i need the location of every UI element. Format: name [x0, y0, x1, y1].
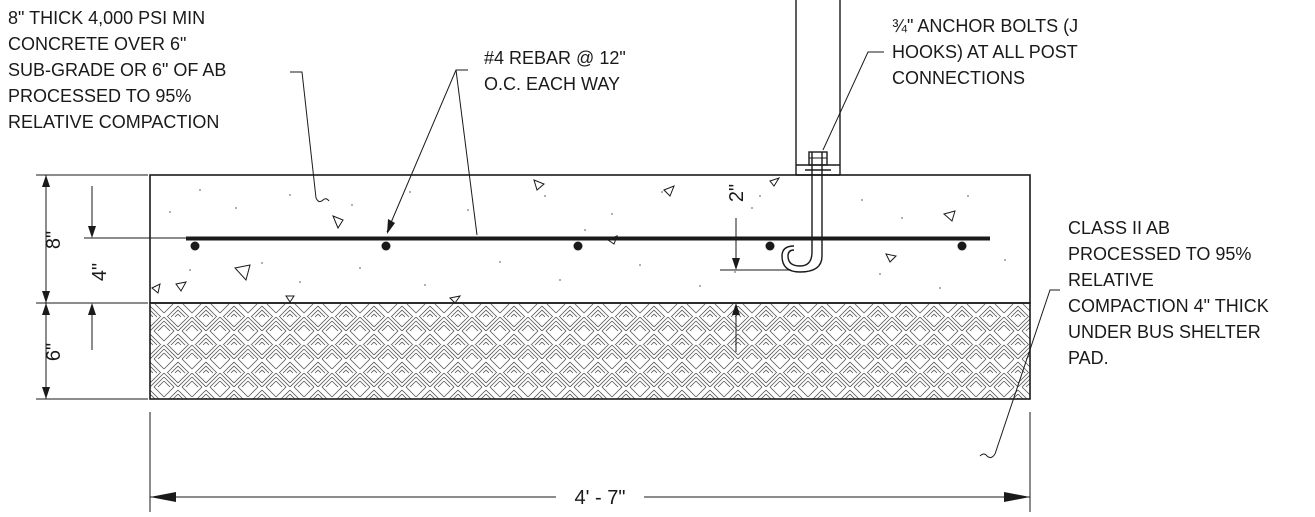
svg-text:CONNECTIONS: CONNECTIONS	[892, 68, 1025, 88]
aggregate-marks	[151, 177, 956, 304]
rebar-dot	[190, 241, 200, 251]
svg-text:RELATIVE: RELATIVE	[1068, 270, 1154, 290]
svg-text:SUB-GRADE OR 6" OF AB: SUB-GRADE OR 6" OF AB	[8, 60, 226, 80]
svg-text:UNDER BUS SHELTER: UNDER BUS SHELTER	[1068, 322, 1261, 342]
svg-text:PROCESSED TO 95%: PROCESSED TO 95%	[8, 86, 191, 106]
left-dimension-arrows	[42, 175, 96, 399]
aggregate-base-note: CLASS II AB PROCESSED TO 95% RELATIVE CO…	[1068, 218, 1269, 368]
rebar-mat	[186, 236, 990, 251]
svg-text:RELATIVE COMPACTION: RELATIVE COMPACTION	[8, 112, 219, 132]
svg-text:PROCESSED TO 95%: PROCESSED TO 95%	[1068, 244, 1251, 264]
overall-width-dimension	[149, 412, 1031, 512]
note-leaders	[290, 51, 1060, 459]
rebar-dot	[765, 241, 775, 251]
dim-rebar-depth: 4"	[89, 263, 111, 281]
svg-text:#4 REBAR @ 12": #4 REBAR @ 12"	[484, 48, 626, 68]
rebar-dot	[957, 241, 967, 251]
svg-text:HOOKS) AT ALL POST: HOOKS) AT ALL POST	[892, 42, 1078, 62]
svg-text:8" THICK 4,000 PSI MIN: 8" THICK 4,000 PSI MIN	[8, 8, 205, 28]
dim-bolt-clearance: 2"	[726, 184, 748, 202]
svg-text:CLASS II AB: CLASS II AB	[1068, 218, 1170, 238]
dim-base-thickness: 6"	[43, 343, 65, 361]
aggregate-base-layer	[149, 302, 1031, 400]
svg-text:COMPACTION 4" THICK: COMPACTION 4" THICK	[1068, 296, 1269, 316]
anchor-bolt-note: ¾" ANCHOR BOLTS (J HOOKS) AT ALL POST CO…	[892, 16, 1078, 88]
svg-text:O.C. EACH WAY: O.C. EACH WAY	[484, 74, 620, 94]
rebar-note: #4 REBAR @ 12" O.C. EACH WAY	[484, 48, 626, 94]
svg-text:¾" ANCHOR BOLTS (J: ¾" ANCHOR BOLTS (J	[892, 16, 1078, 36]
dim-overall-width: 4' - 7"	[575, 487, 626, 509]
dim-slab-thickness: 8"	[43, 231, 65, 249]
anchor-bolt	[781, 151, 831, 273]
rebar-dot	[381, 241, 391, 251]
svg-text:PAD.: PAD.	[1068, 348, 1109, 368]
rebar-dot	[573, 241, 583, 251]
shelter-post	[795, 0, 841, 176]
concrete-note: 8" THICK 4,000 PSI MIN CONCRETE OVER 6" …	[8, 8, 226, 132]
clearance-dimension	[720, 218, 790, 352]
svg-text:CONCRETE OVER 6": CONCRETE OVER 6"	[8, 34, 186, 54]
